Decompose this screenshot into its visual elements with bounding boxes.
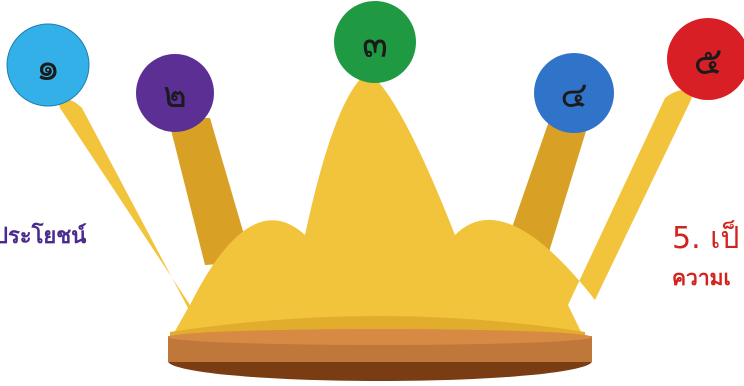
crown-point-4: ๔ <box>534 53 614 133</box>
crown-point-1: ๑ <box>7 24 89 106</box>
crown-point-2: ๒ <box>136 54 214 132</box>
right-subtext: ความเ <box>672 268 731 289</box>
crown-point-5: ๕ <box>667 18 744 100</box>
crown-point-3: ๓ <box>334 1 416 83</box>
right-heading: 5. เป็ <box>672 224 739 254</box>
jewel-label-3: ๓ <box>362 22 388 66</box>
left-caption: ประโยชน์ <box>0 226 86 248</box>
jewel-label-5: ๕ <box>694 39 723 83</box>
jewel-label-2: ๒ <box>163 75 187 116</box>
jewel-label-1: ๑ <box>36 45 60 89</box>
crown-base-top <box>168 329 592 345</box>
jewel-label-4: ๔ <box>560 75 587 116</box>
